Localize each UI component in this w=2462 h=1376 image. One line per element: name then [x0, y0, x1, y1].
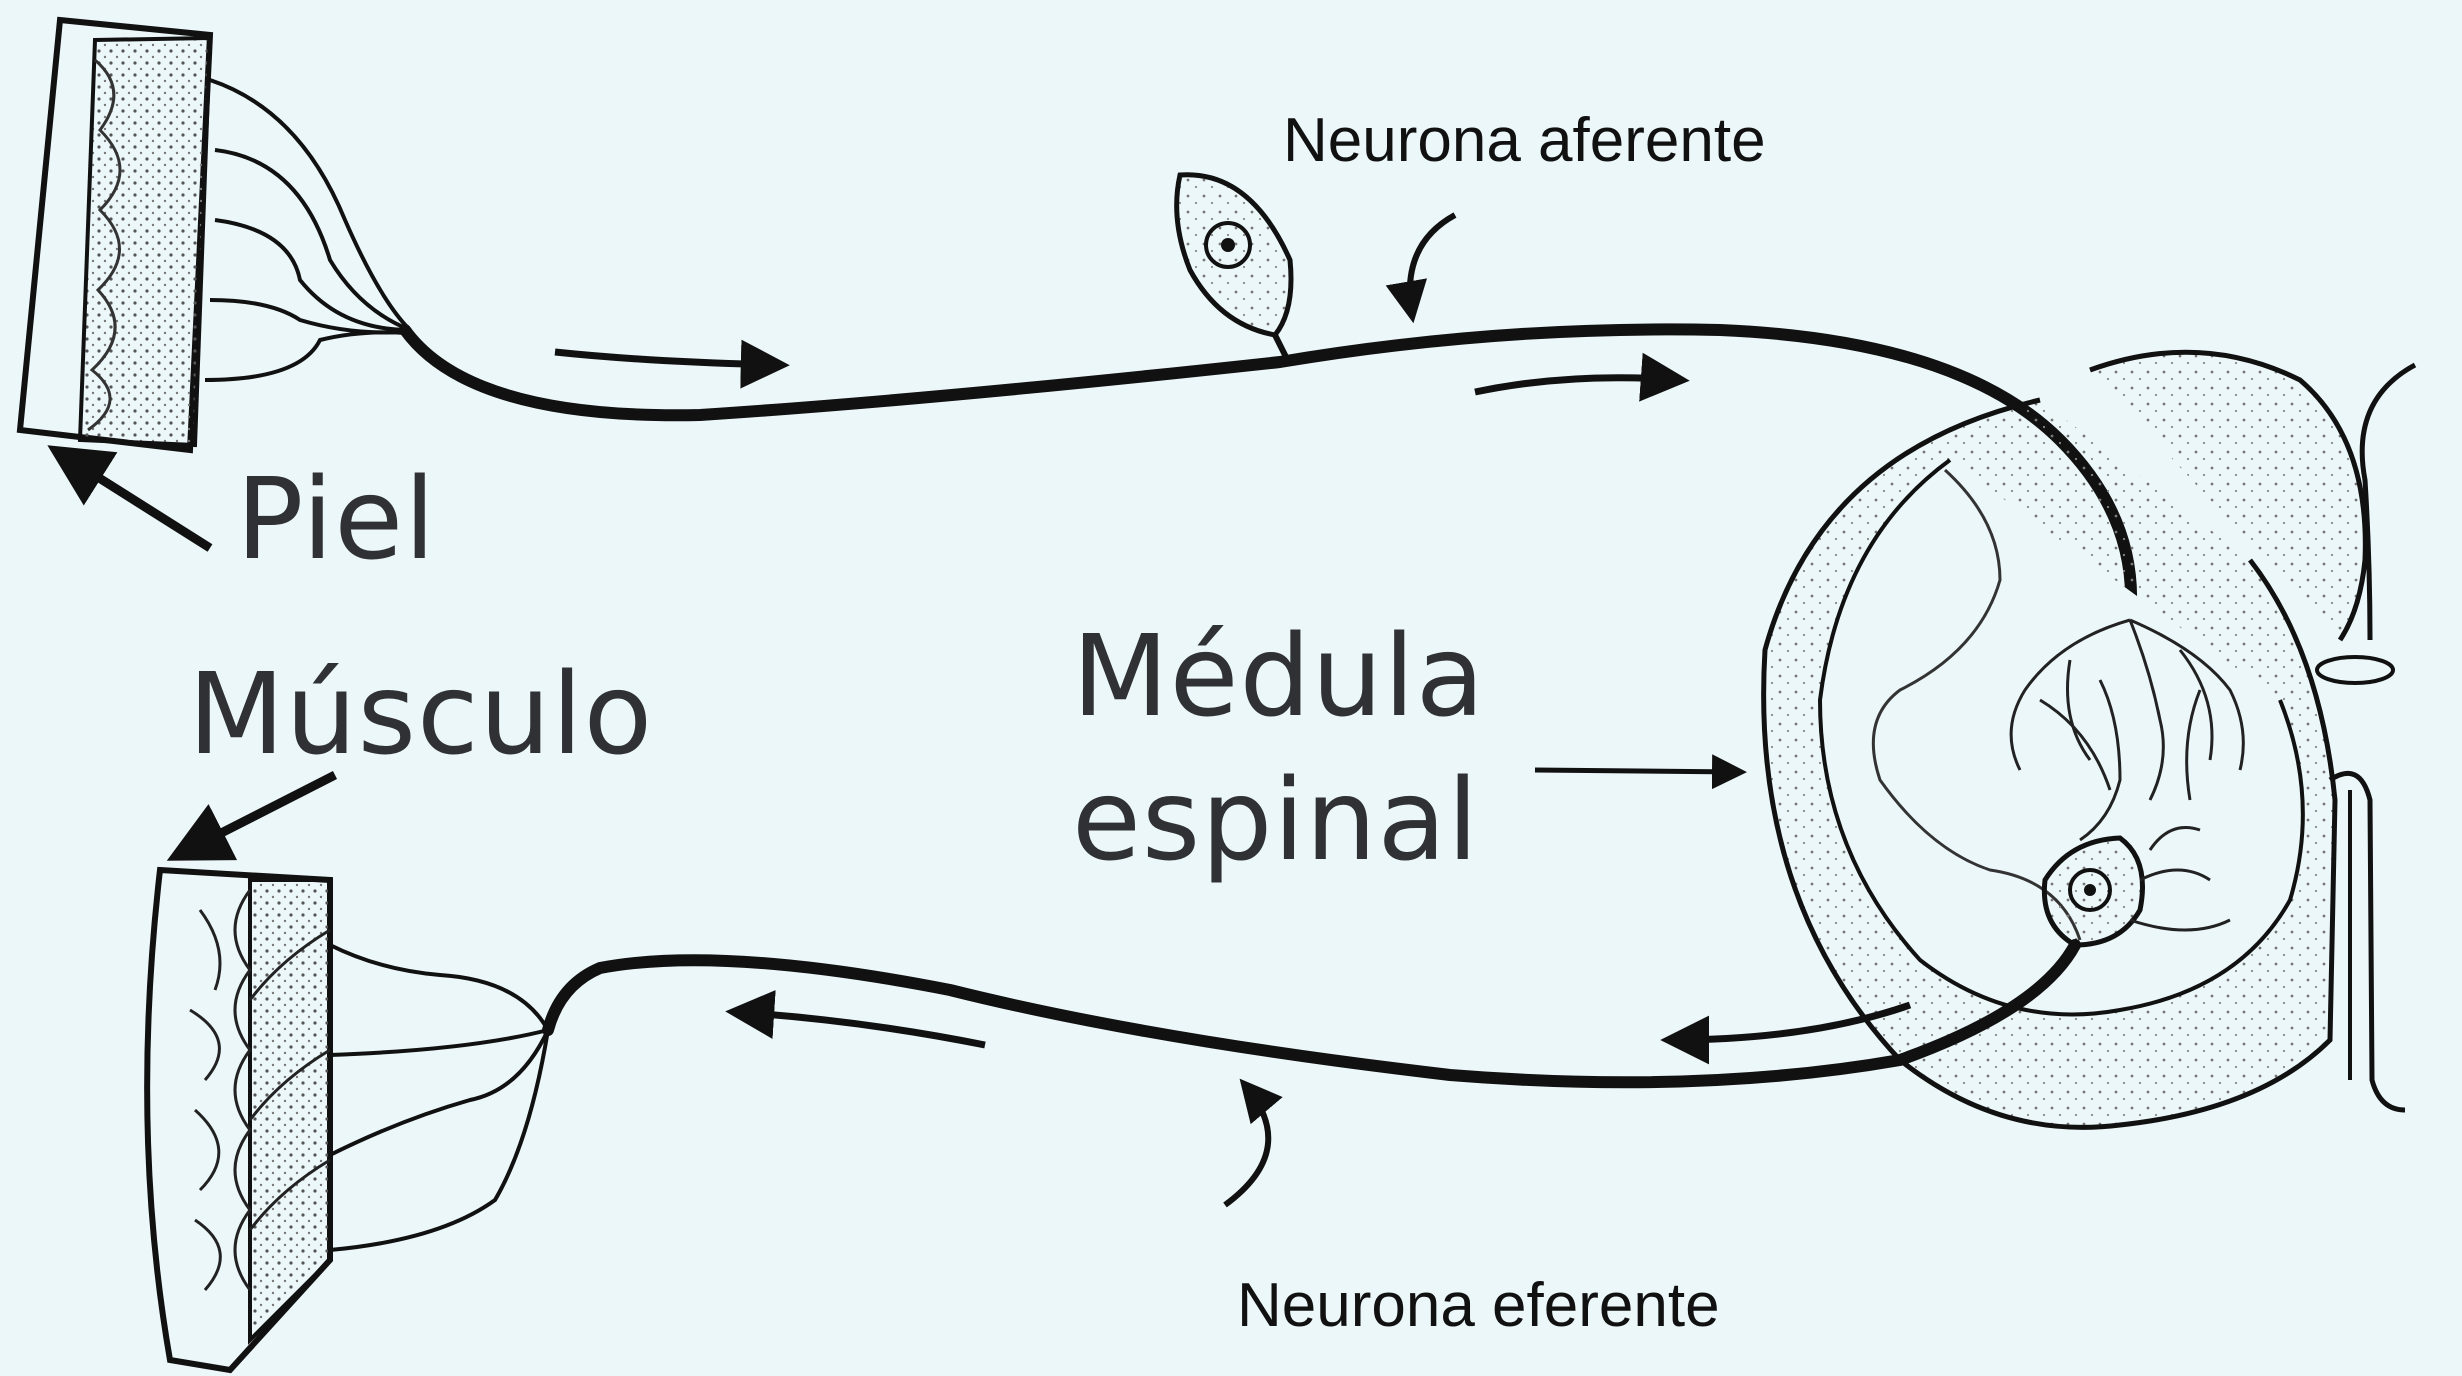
musculo-label: Músculo: [188, 650, 653, 780]
musculo-pointer: [178, 775, 335, 855]
afferent-arrow-2: [1475, 378, 1680, 392]
muscle-tissue: [147, 870, 330, 1370]
piel-pointer: [58, 452, 210, 548]
skin-nerve-endings: [205, 80, 410, 380]
aferente-pointer: [1410, 215, 1455, 315]
afferent-cell-body: [1177, 175, 1291, 365]
muscle-nerve-endings: [330, 945, 548, 1250]
medula-pointer: [1535, 770, 1740, 772]
spinal-cord: [1764, 352, 2415, 1127]
medula-label-line2: espinal: [1072, 756, 1479, 886]
afferent-arrow-1: [555, 352, 780, 365]
medula-label-line1: Médula: [1072, 612, 1485, 742]
neurona-eferente-label: Neurona eferente: [1237, 1270, 1720, 1341]
neurona-aferente-label: Neurona aferente: [1283, 105, 1766, 176]
efferent-arrow-2: [735, 1012, 985, 1045]
eferente-pointer: [1225, 1085, 1268, 1205]
piel-label: Piel: [236, 455, 436, 585]
skin-tissue: [20, 20, 210, 450]
